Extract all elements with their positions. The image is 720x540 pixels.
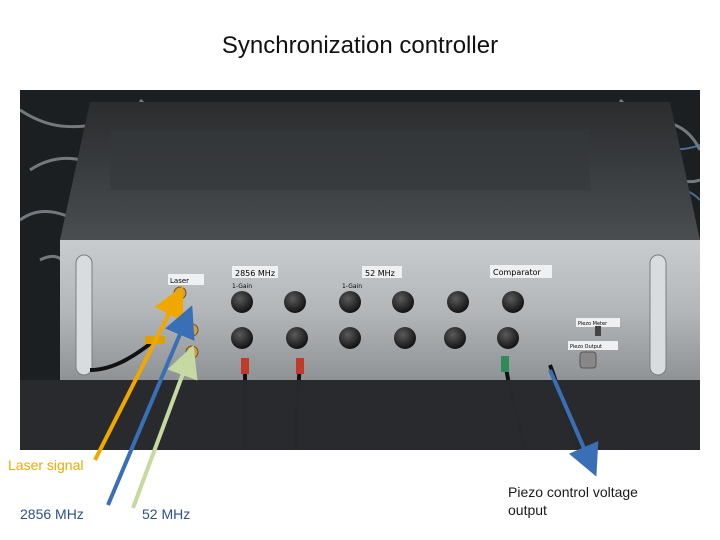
- laser-signal-label: Laser signal: [8, 457, 84, 473]
- 52-mhz-label: 52 MHz: [142, 506, 191, 522]
- panel-label-52: 52 MHz: [365, 269, 395, 278]
- panel-label-2856: 2856 MHz: [235, 269, 275, 278]
- 2856-mhz-label: 2856 MHz: [20, 506, 84, 522]
- slide-title: Synchronization controller: [221, 32, 499, 59]
- panel-label-piezo-output: Piezo Output: [570, 344, 602, 350]
- photo-illustration: Laser 2856 MHz 52 MHz Comparator 1-Gain …: [20, 90, 700, 450]
- panel-label-comparator: Comparator: [493, 268, 541, 277]
- knob-row-bottom: [231, 327, 519, 349]
- panel-label-gain-b: 1-Gain: [342, 283, 362, 290]
- controller-photo: Laser 2856 MHz 52 MHz Comparator 1-Gain …: [20, 90, 700, 450]
- panel-label-gain-a: 1-Gain: [232, 283, 252, 290]
- knob-row-top: [231, 291, 524, 313]
- panel-label-piezo-meter: Piezo Meter: [578, 321, 608, 327]
- front-panel: [60, 240, 700, 380]
- panel-label-laser: Laser: [170, 277, 189, 285]
